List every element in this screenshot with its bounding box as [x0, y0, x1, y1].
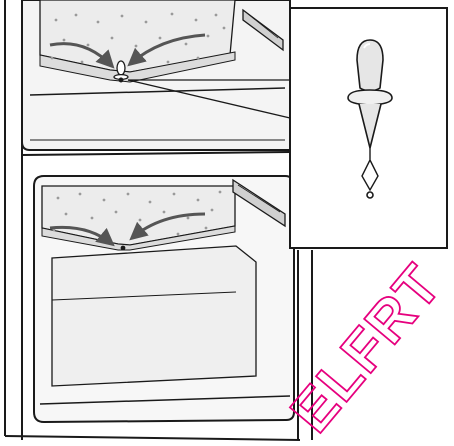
watermark-text: ELFRT [278, 252, 454, 445]
upper-compartment-divider [22, 152, 290, 155]
lower-compartment [34, 176, 294, 422]
watermark: ELFRT [278, 252, 454, 445]
cabinet-bottom-edge [5, 436, 300, 440]
tool-tip [367, 192, 373, 198]
lower-crisper-drawer [52, 246, 256, 386]
upper-compartment [22, 0, 290, 155]
tool-handle [357, 40, 383, 91]
lower-drain-hole [121, 246, 126, 251]
tool-collar [348, 90, 392, 105]
